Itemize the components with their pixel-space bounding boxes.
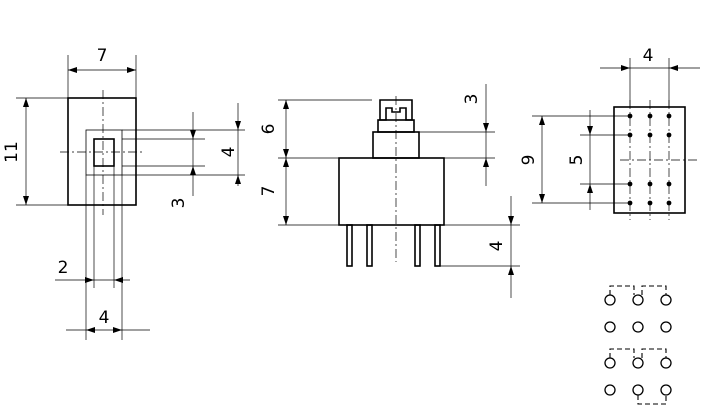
- pin-holes: [627, 113, 672, 206]
- front-span-label: 4: [99, 308, 110, 328]
- front-height-label: 11: [2, 141, 22, 163]
- front-width-label: 7: [97, 46, 108, 66]
- front-square-label: 3: [169, 198, 189, 209]
- side-stem-label: 6: [259, 124, 279, 135]
- pin-pitch-label: 4: [643, 46, 654, 66]
- side-pin-3: [414, 224, 421, 267]
- pin-outer-label: 9: [519, 155, 539, 166]
- side-pin-1: [346, 224, 353, 267]
- front-button: [93, 138, 115, 167]
- pin-inner-label: 5: [567, 155, 587, 166]
- side-pin-2: [366, 224, 373, 267]
- front-window-label: 4: [219, 147, 239, 158]
- front-view: 7 11 4 3 2 4: [2, 46, 245, 340]
- side-pin-label: 4: [487, 241, 507, 252]
- circuit-schematic: [604, 285, 672, 405]
- side-view: 6 7 3 4: [259, 84, 520, 298]
- side-pin-4: [434, 224, 441, 267]
- front-body-outline: [67, 97, 137, 206]
- pin-view: 4 9 5: [519, 46, 700, 220]
- side-actuator-label: 3: [462, 94, 482, 105]
- front-gap-label: 2: [58, 258, 69, 278]
- front-window: [85, 129, 123, 176]
- side-body-label: 7: [259, 186, 279, 197]
- switch-body: [338, 157, 445, 226]
